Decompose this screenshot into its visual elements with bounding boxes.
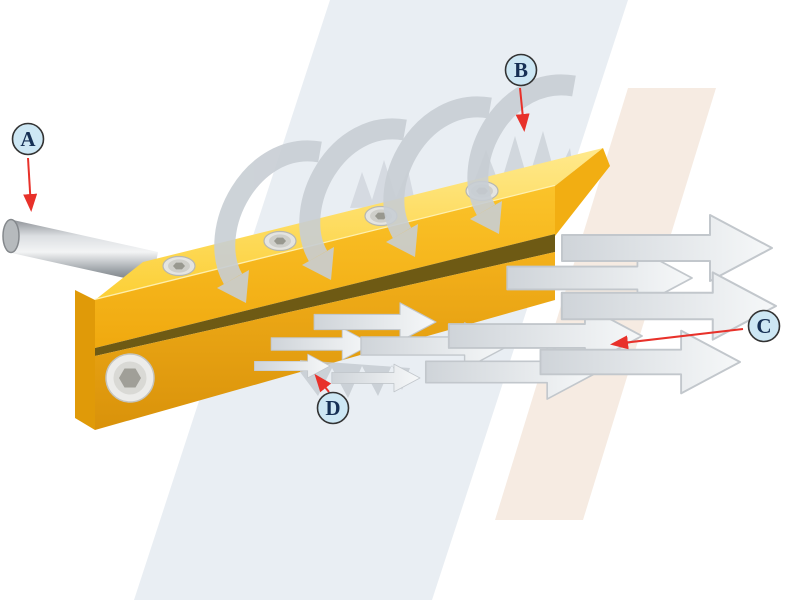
callout-a: A [11,122,45,156]
callout-b: B [504,53,538,87]
entrained-air-arrows [214,74,576,303]
pointer-arrow-d [314,373,332,393]
air-gap-slot [95,234,555,356]
pointer-arrow-b [515,87,530,132]
body-right-bevel [555,148,610,236]
pointer-arrows [23,87,744,393]
compressed-air-tube [2,218,158,284]
callout-c: C [747,309,781,343]
hex-screw-1 [162,255,196,277]
body-left-cap [75,290,95,430]
callout-d: D [316,391,350,425]
entrained-air-arrow [383,96,492,257]
entrained-air-arrow [467,74,576,234]
front-hex-bolt [105,353,155,403]
callout-b-label: B [514,58,528,82]
entrained-air-arrow [299,118,407,280]
hex-screw-2 [263,230,297,252]
pointer-arrow-a [23,157,38,212]
pointer-arrow-c [610,328,744,350]
callout-d-label: D [325,396,340,420]
callout-a-label: A [20,127,36,151]
entrained-air-arrow [214,140,322,303]
callout-c-label: C [756,314,771,338]
